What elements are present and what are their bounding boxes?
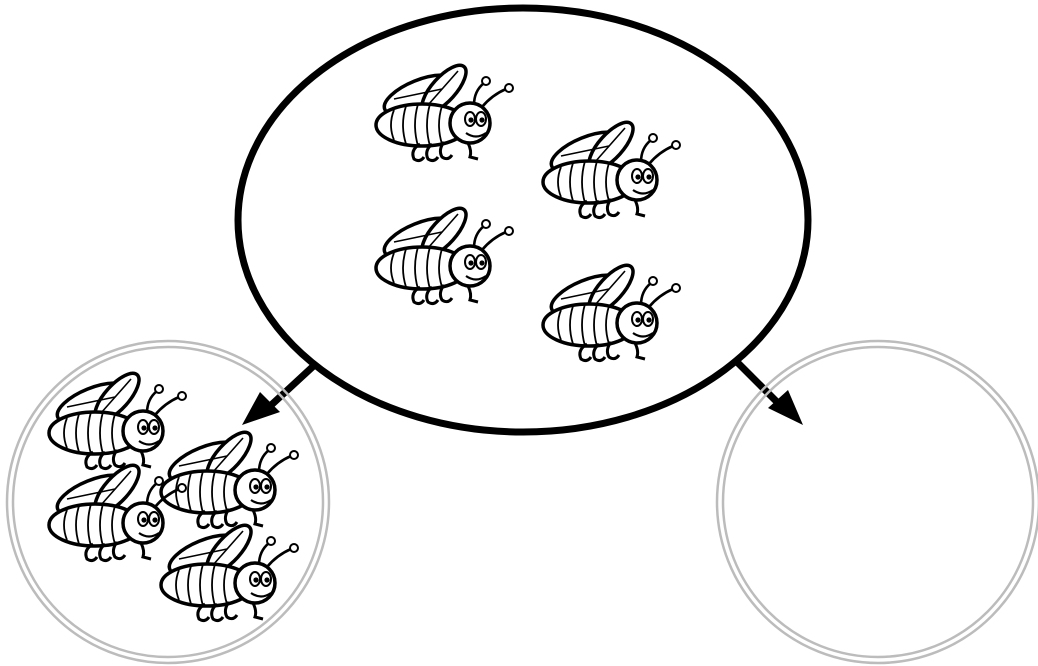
connector-arrow-right xyxy=(732,357,803,425)
top-group-oval xyxy=(234,4,812,436)
right-group-circle xyxy=(715,339,1038,665)
left-group-circle xyxy=(5,339,331,665)
firefly-icon xyxy=(47,456,188,563)
firefly-icon xyxy=(159,423,300,530)
connector-arrow-left xyxy=(242,357,323,425)
firefly-icon xyxy=(159,516,300,623)
